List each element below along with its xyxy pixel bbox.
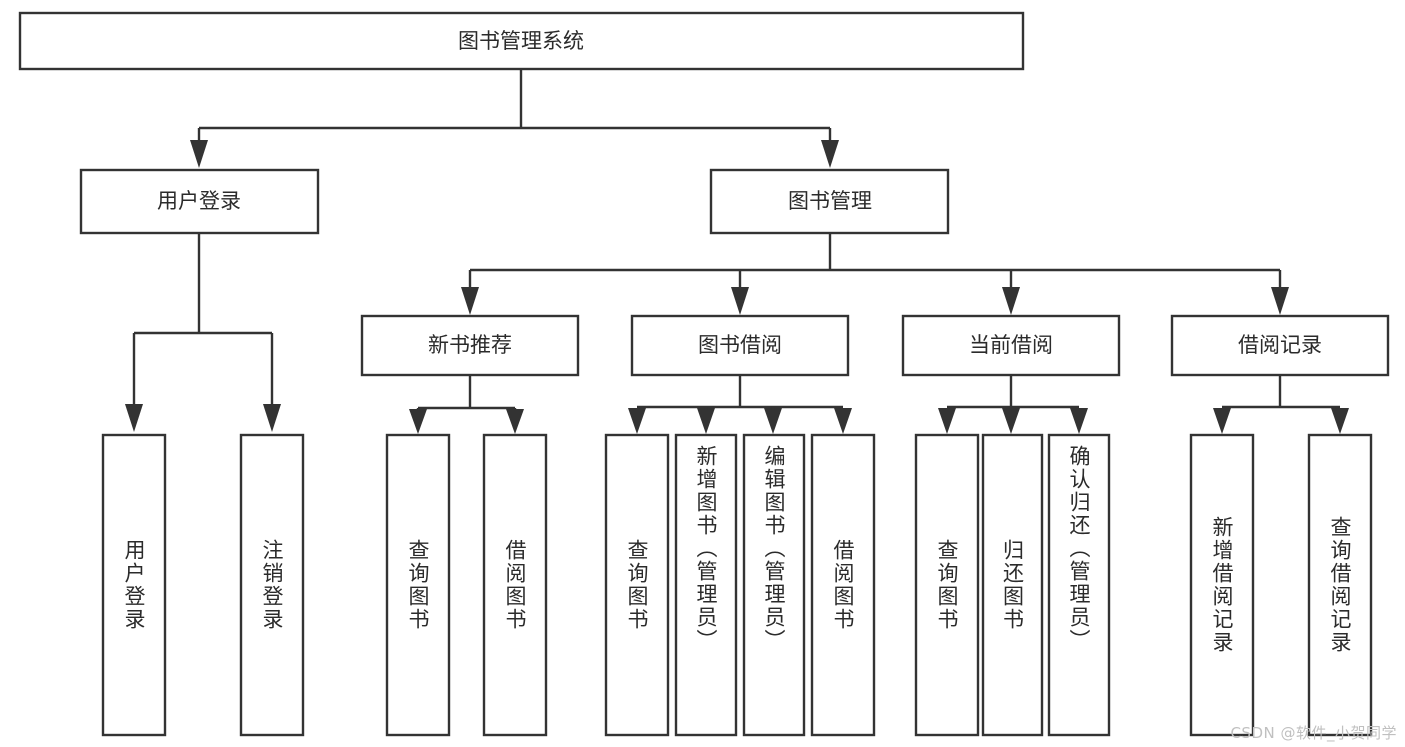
node-root[interactable]: 图书管理系统 bbox=[18, 11, 1025, 71]
node-leaf-12-box[interactable] bbox=[1189, 433, 1255, 737]
node-bookmgmt[interactable]: 图书管理 bbox=[709, 168, 950, 235]
node-leaf-6-box[interactable] bbox=[674, 433, 738, 737]
node-leaf-4-box[interactable] bbox=[482, 433, 548, 737]
arrow-head-leaf-12 bbox=[1213, 408, 1231, 434]
arrow-head-leaf-6 bbox=[697, 408, 715, 434]
arrow-head-login bbox=[190, 140, 208, 168]
node-borrow-box[interactable] bbox=[630, 314, 850, 377]
arrow-head-leaf-2 bbox=[263, 404, 281, 432]
node-login-label: 用户登录 bbox=[157, 189, 241, 213]
arrow-head-borrow bbox=[731, 287, 749, 315]
arrow-head-bookmgmt bbox=[821, 140, 839, 168]
node-root-label: 图书管理系统 bbox=[458, 29, 584, 53]
node-login[interactable]: 用户登录 bbox=[79, 168, 320, 235]
node-bookmgmt-box[interactable] bbox=[709, 168, 950, 235]
node-root-box[interactable] bbox=[18, 11, 1025, 71]
arrow-head-leaf-5 bbox=[628, 408, 646, 434]
node-leaf-8-box[interactable] bbox=[810, 433, 876, 737]
arrow-head-records bbox=[1271, 287, 1289, 315]
arrow-head-leaf-9 bbox=[938, 408, 956, 434]
node-leaf-11-box[interactable] bbox=[1047, 433, 1111, 737]
connectors-login-to-leaves bbox=[125, 233, 281, 432]
connectors-newbook-to-leaves bbox=[409, 375, 524, 434]
leaf-boxes bbox=[101, 433, 1373, 737]
node-newbook-box[interactable] bbox=[360, 314, 580, 377]
node-current-label: 当前借阅 bbox=[969, 333, 1053, 357]
node-bookmgmt-label: 图书管理 bbox=[788, 189, 872, 213]
node-records-label: 借阅记录 bbox=[1238, 333, 1322, 357]
csdn-watermark: CSDN @软件_小贺同学 bbox=[1230, 724, 1397, 742]
node-newbook-label: 新书推荐 bbox=[428, 333, 512, 357]
node-leaf-3-box[interactable] bbox=[385, 433, 451, 737]
arrow-head-leaf-11 bbox=[1070, 408, 1088, 434]
node-leaf-10-box[interactable] bbox=[981, 433, 1044, 737]
node-login-box[interactable] bbox=[79, 168, 320, 235]
connectors-records-to-leaves bbox=[1213, 375, 1349, 434]
node-newbook[interactable]: 新书推荐 bbox=[360, 314, 580, 377]
arrow-head-current bbox=[1002, 287, 1020, 315]
arrow-head-leaf-3 bbox=[409, 409, 427, 434]
arrow-head-leaf-4 bbox=[506, 409, 524, 434]
node-borrow[interactable]: 图书借阅 bbox=[630, 314, 850, 377]
node-current-box[interactable] bbox=[901, 314, 1121, 377]
node-borrow-label: 图书借阅 bbox=[698, 333, 782, 357]
arrow-head-leaf-13 bbox=[1331, 408, 1349, 434]
node-leaf-1-box[interactable] bbox=[101, 433, 167, 737]
node-leaf-2-box[interactable] bbox=[239, 433, 305, 737]
node-leaf-5-box[interactable] bbox=[604, 433, 670, 737]
node-leaf-9-box[interactable] bbox=[914, 433, 980, 737]
arrow-head-leaf-1 bbox=[125, 404, 143, 432]
node-leaf-7-box[interactable] bbox=[742, 433, 806, 737]
connectors-current-to-leaves bbox=[938, 375, 1088, 434]
arrow-head-leaf-8 bbox=[834, 408, 852, 434]
connectors-bookmgmt-to-level2 bbox=[461, 233, 1289, 315]
node-leaf-13-box[interactable] bbox=[1307, 433, 1373, 737]
arrow-head-leaf-7 bbox=[764, 408, 782, 434]
connectors-borrow-to-leaves bbox=[628, 375, 852, 434]
connectors-root-to-level1 bbox=[190, 69, 839, 168]
node-records[interactable]: 借阅记录 bbox=[1170, 314, 1390, 377]
arrow-head-leaf-10 bbox=[1002, 408, 1020, 434]
arrow-head-newbook bbox=[461, 287, 479, 315]
node-records-box[interactable] bbox=[1170, 314, 1390, 377]
node-current[interactable]: 当前借阅 bbox=[901, 314, 1121, 377]
